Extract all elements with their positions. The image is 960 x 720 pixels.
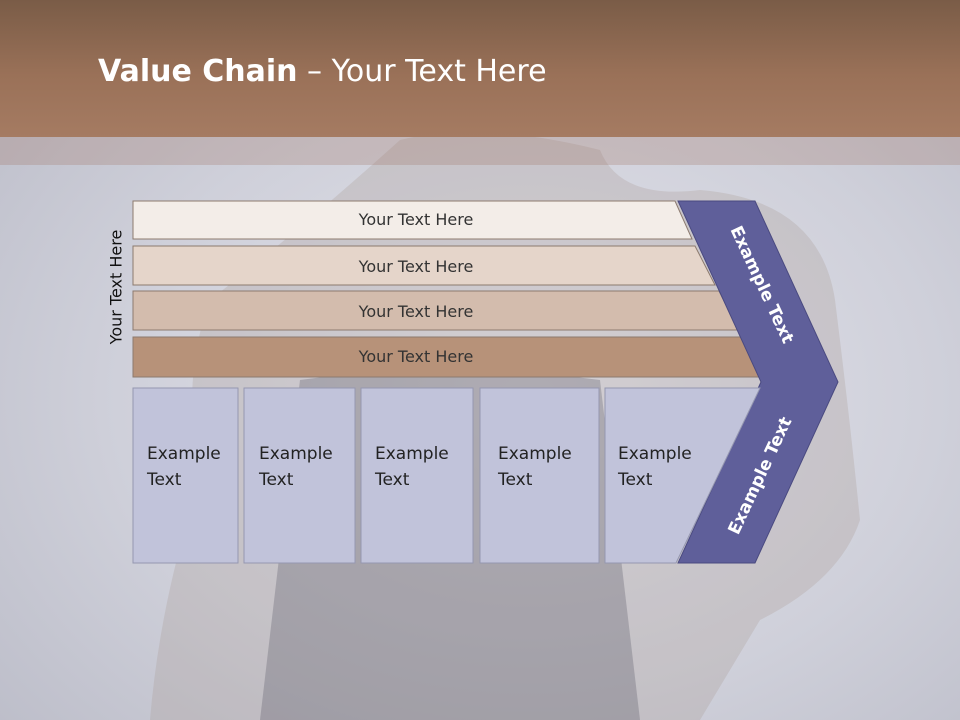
bar-2-shape [132, 245, 716, 286]
box-3-line2: Text [374, 470, 410, 490]
box-5-line2: Text [617, 470, 653, 490]
reflection-box-4-line1: Example [498, 662, 572, 682]
box-1-shape [132, 387, 239, 564]
reflection-box-5-line1: Example [618, 662, 692, 682]
title-bold-part: Value Chain [98, 54, 298, 89]
reflection-box-4 [479, 562, 600, 720]
reflection-box-3-line1: Example [375, 662, 449, 682]
box-2: Example Text [243, 387, 356, 564]
box-5-line1: Example [618, 444, 692, 464]
box-2-line2: Text [258, 470, 294, 490]
bar-3: Your Text Here [132, 290, 740, 331]
box-3: Example Text [360, 387, 474, 564]
reflection-chevron [676, 563, 827, 720]
box-1-line2: Text [146, 470, 182, 490]
reflection-box-3-line2: Text [374, 636, 410, 656]
reflection-box-4-line2: Text [497, 636, 533, 656]
bar-1-shape [132, 200, 693, 240]
bar-4-label: Your Text Here [358, 347, 474, 366]
reflection-box-1-line1: Example [147, 662, 221, 682]
box-1: Example Text [132, 387, 239, 564]
box-3-line1: Example [375, 444, 449, 464]
box-2-shape [243, 387, 356, 564]
reflection-box-1 [132, 562, 239, 720]
slide-title: Value Chain – Your Text Here [98, 54, 547, 89]
bar-2: Your Text Here [132, 245, 716, 286]
title-rest-part: – Your Text Here [297, 54, 547, 89]
box-1-line1: Example [147, 444, 221, 464]
reflection-box-2 [243, 562, 356, 720]
box-4: Example Text [479, 387, 600, 564]
bar-3-label: Your Text Here [358, 302, 474, 321]
box-4-line1: Example [498, 444, 572, 464]
bar-4: Your Text Here [132, 336, 764, 378]
reflection-box-2-line1: Example [259, 662, 333, 682]
reflection-box-5-line2: Text [617, 636, 653, 656]
reflection-box-1-line2: Text [146, 636, 182, 656]
bar-2-label: Your Text Here [358, 257, 474, 276]
box-2-line1: Example [259, 444, 333, 464]
slide-header [0, 0, 960, 137]
reflection-box-2-line2: Text [258, 636, 294, 656]
reflection: Example Text Example Text Example Text E… [132, 562, 827, 720]
box-4-line2: Text [497, 470, 533, 490]
box-5: Example Text [604, 387, 761, 564]
bar-1-label: Your Text Here [358, 210, 474, 229]
reflection-box-3 [360, 562, 474, 720]
bar-1: Your Text Here [132, 200, 693, 240]
header-band [0, 137, 960, 165]
box-4-shape [479, 387, 600, 564]
